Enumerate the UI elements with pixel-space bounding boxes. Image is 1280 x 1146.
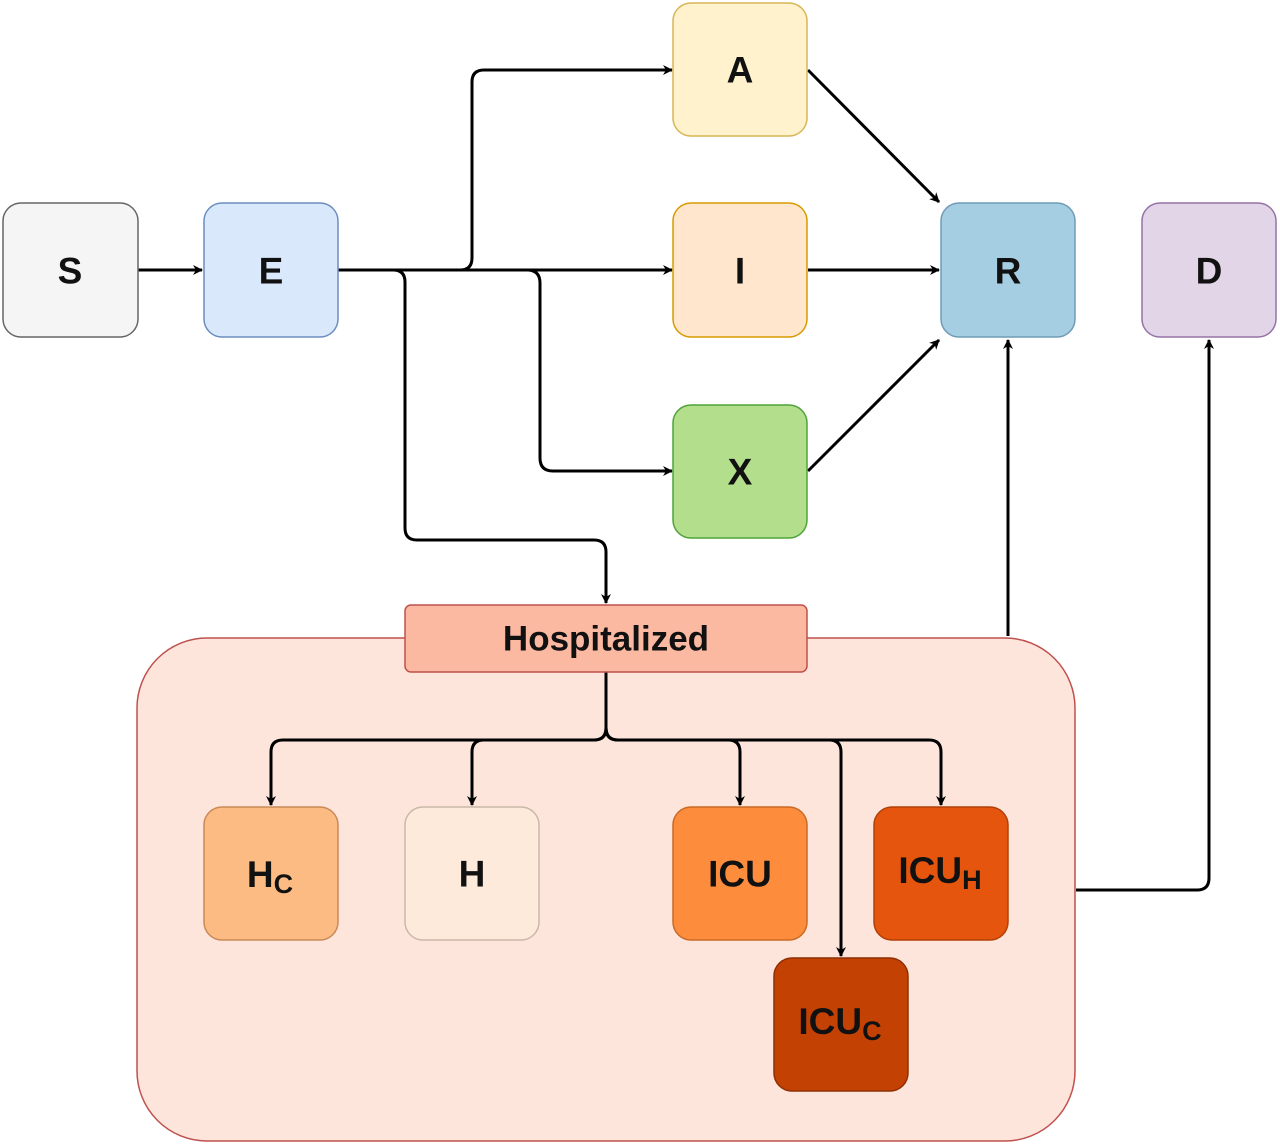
node-hc: HC [203, 806, 339, 941]
node-icuc-box [773, 957, 909, 1092]
node-x: X [672, 404, 808, 539]
node-d-label: D [1196, 251, 1223, 292]
node-s: S [2, 202, 139, 338]
node-a: A [672, 2, 808, 137]
node-e: E [203, 202, 339, 338]
hospitalized-header [404, 604, 808, 673]
node-icu: ICU [672, 806, 808, 941]
edges [138, 65, 1214, 957]
node-e-label: E [259, 251, 284, 292]
node-h-box [404, 806, 540, 941]
node-e-box [203, 202, 339, 338]
node-x-label: X [728, 452, 753, 493]
node-s-box [2, 202, 139, 338]
node-i-label: I [735, 251, 745, 292]
node-icuc-sub: C [862, 1016, 882, 1046]
edge-e-to-x [338, 268, 673, 476]
node-icuh: ICUH [873, 806, 1009, 941]
node-hc-main: H [247, 854, 274, 895]
edge-hospitalized-to-icuc [604, 727, 846, 957]
node-x-box [672, 404, 808, 539]
node-icu-box [672, 806, 808, 941]
node-hc-label: HC [247, 854, 293, 900]
node-d: D [1141, 202, 1277, 338]
node-icu-label: ICU [708, 854, 772, 895]
node-h-label: H [459, 854, 486, 895]
node-h: H [404, 806, 540, 941]
edge-hospitalized-to-h [467, 727, 608, 806]
edge-a-to-r [806, 68, 941, 204]
node-icuc: ICUC [773, 957, 909, 1092]
node-r-box [940, 202, 1076, 338]
edge-x-to-r [806, 338, 941, 473]
node-s-label: S [58, 251, 83, 292]
node-a-box [672, 2, 808, 137]
node-icuc-main: ICU [798, 1001, 862, 1042]
node-icuh-label: ICUH [898, 850, 981, 896]
edge-e-to-hospitalized [338, 268, 611, 604]
node-icuh-box [873, 806, 1009, 941]
node-icuh-sub: H [962, 865, 982, 895]
hospitalized-label: Hospitalized [503, 620, 709, 659]
node-a-label: A [727, 50, 754, 91]
node-r: R [940, 202, 1076, 338]
node-r-label: R [995, 251, 1022, 292]
edge-hospitalized-to-d [1076, 339, 1214, 892]
node-hc-sub: C [274, 869, 294, 899]
node-icuh-main: ICU [898, 850, 962, 891]
node-i-box [672, 202, 808, 338]
node-i: I [672, 202, 808, 338]
node-hc-box [203, 806, 339, 941]
node-icuc-label: ICUC [798, 1001, 881, 1047]
node-d-box [1141, 202, 1277, 338]
edge-e-to-a [338, 65, 673, 272]
